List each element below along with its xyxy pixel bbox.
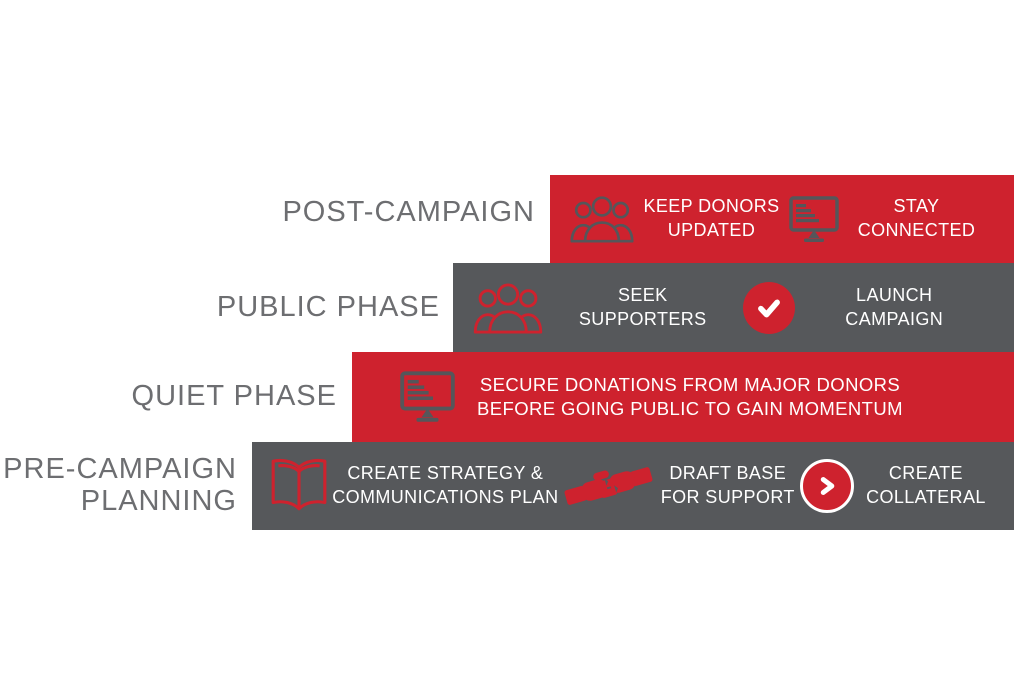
phase-label-post-campaign: POST-CAMPAIGN	[282, 196, 535, 228]
monitor-icon	[789, 195, 839, 243]
step-text: KEEP DONORS UPDATED	[643, 196, 780, 240]
arrow-circle-icon	[799, 459, 854, 513]
monitor-icon	[400, 371, 455, 423]
handshake-icon	[561, 455, 656, 517]
phase-bar-public-phase: SEEK SUPPORTERS LAUNCH CAMPAIGN	[453, 263, 1014, 352]
step-text: CREATE COLLATERAL	[866, 463, 986, 507]
step-text: STAY CONNECTED	[857, 196, 976, 240]
phase-label-pre-campaign-planning: PRE-CAMPAIGN PLANNING	[3, 453, 237, 518]
check-circle-icon	[742, 281, 795, 334]
phase-label-public-phase: PUBLIC PHASE	[216, 291, 440, 323]
step-text: LAUNCH CAMPAIGN	[845, 284, 944, 329]
phase-bar-post-campaign: KEEP DONORS UPDATED STAY CONNECTED	[550, 175, 1014, 263]
people-group-icon	[570, 195, 634, 243]
phase-label-quiet-phase: QUIET PHASE	[131, 380, 337, 412]
step-text: SECURE DONATIONS FROM MAJOR DONORS BEFOR…	[477, 373, 903, 419]
phase-bar-pre-campaign-planning: CREATE STRATEGY & COMMUNICATIONS PLAN DR…	[252, 442, 1014, 530]
step-text: SEEK SUPPORTERS	[578, 284, 707, 329]
open-book-icon	[268, 458, 330, 514]
step-text: CREATE STRATEGY & COMMUNICATIONS PLAN	[332, 463, 559, 507]
phase-bar-quiet-phase: SECURE DONATIONS FROM MAJOR DONORS BEFOR…	[352, 352, 1014, 442]
people-group-icon	[473, 282, 543, 334]
step-text: DRAFT BASE FOR SUPPORT	[660, 463, 795, 507]
